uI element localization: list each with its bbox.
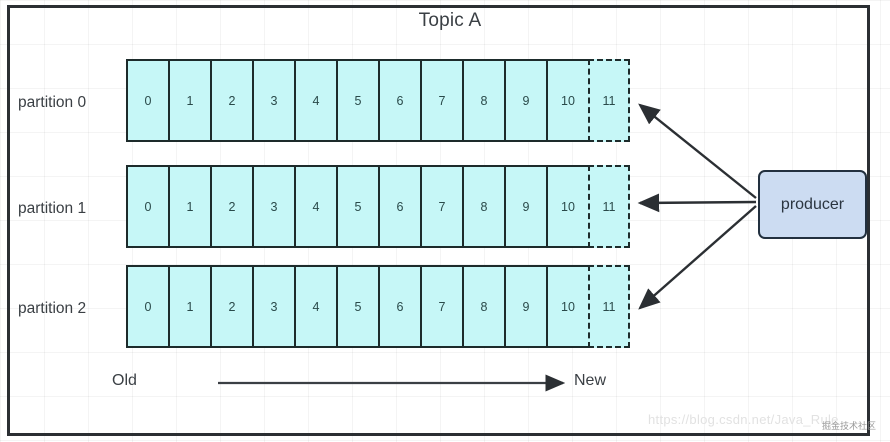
arrow-producer-to-partition-0	[638, 103, 757, 199]
log-cell: 1	[168, 165, 210, 248]
log-cell: 0	[126, 165, 168, 248]
partition-row-0: 0 1 2 3 4 5 6 7 8 9 10 11	[126, 59, 630, 142]
arrow-producer-to-partition-1	[637, 193, 757, 213]
log-cell: 10	[546, 165, 588, 248]
diagram-frame	[7, 5, 870, 436]
pending-log-cell: 11	[588, 165, 630, 248]
timeline-old-label: Old	[112, 372, 137, 389]
log-cell: 2	[210, 59, 252, 142]
log-cell: 4	[294, 165, 336, 248]
diagram-title: Topic A	[418, 10, 482, 31]
log-cell: 9	[504, 165, 546, 248]
log-cell: 7	[420, 265, 462, 348]
log-cell: 3	[252, 265, 294, 348]
log-cell: 8	[462, 165, 504, 248]
log-cell: 1	[168, 265, 210, 348]
log-cell: 8	[462, 265, 504, 348]
pending-log-cell: 11	[588, 265, 630, 348]
log-cell: 10	[546, 265, 588, 348]
pending-log-cell: 11	[588, 59, 630, 142]
log-cell: 7	[420, 165, 462, 248]
log-cell: 6	[378, 59, 420, 142]
log-cell: 6	[378, 265, 420, 348]
arrow-producer-to-partition-2	[638, 205, 757, 310]
producer-node: producer	[758, 170, 867, 239]
log-cell: 6	[378, 165, 420, 248]
partition-row-2: 0 1 2 3 4 5 6 7 8 9 10 11	[126, 265, 630, 348]
log-cell: 5	[336, 165, 378, 248]
log-cell: 10	[546, 59, 588, 142]
log-cell: 0	[126, 59, 168, 142]
log-cell: 4	[294, 59, 336, 142]
log-cell: 1	[168, 59, 210, 142]
partition-label-2: partition 2	[18, 300, 87, 317]
partition-label-1: partition 1	[18, 200, 87, 217]
log-cell: 9	[504, 265, 546, 348]
watermark-site-name: 掘金技术社区	[822, 421, 877, 431]
log-cell: 3	[252, 165, 294, 248]
log-cell: 4	[294, 265, 336, 348]
partition-label-0: partition 0	[18, 94, 87, 111]
log-cell: 2	[210, 265, 252, 348]
log-cell: 8	[462, 59, 504, 142]
log-cell: 5	[336, 59, 378, 142]
log-cell: 2	[210, 165, 252, 248]
log-cell: 3	[252, 59, 294, 142]
watermark-url: https://blog.csdn.net/Java_Rule	[648, 412, 839, 427]
log-cell: 5	[336, 265, 378, 348]
timeline-new-label: New	[574, 372, 607, 389]
log-cell: 0	[126, 265, 168, 348]
log-cell: 7	[420, 59, 462, 142]
log-cell: 9	[504, 59, 546, 142]
partition-row-1: 0 1 2 3 4 5 6 7 8 9 10 11	[126, 165, 630, 248]
